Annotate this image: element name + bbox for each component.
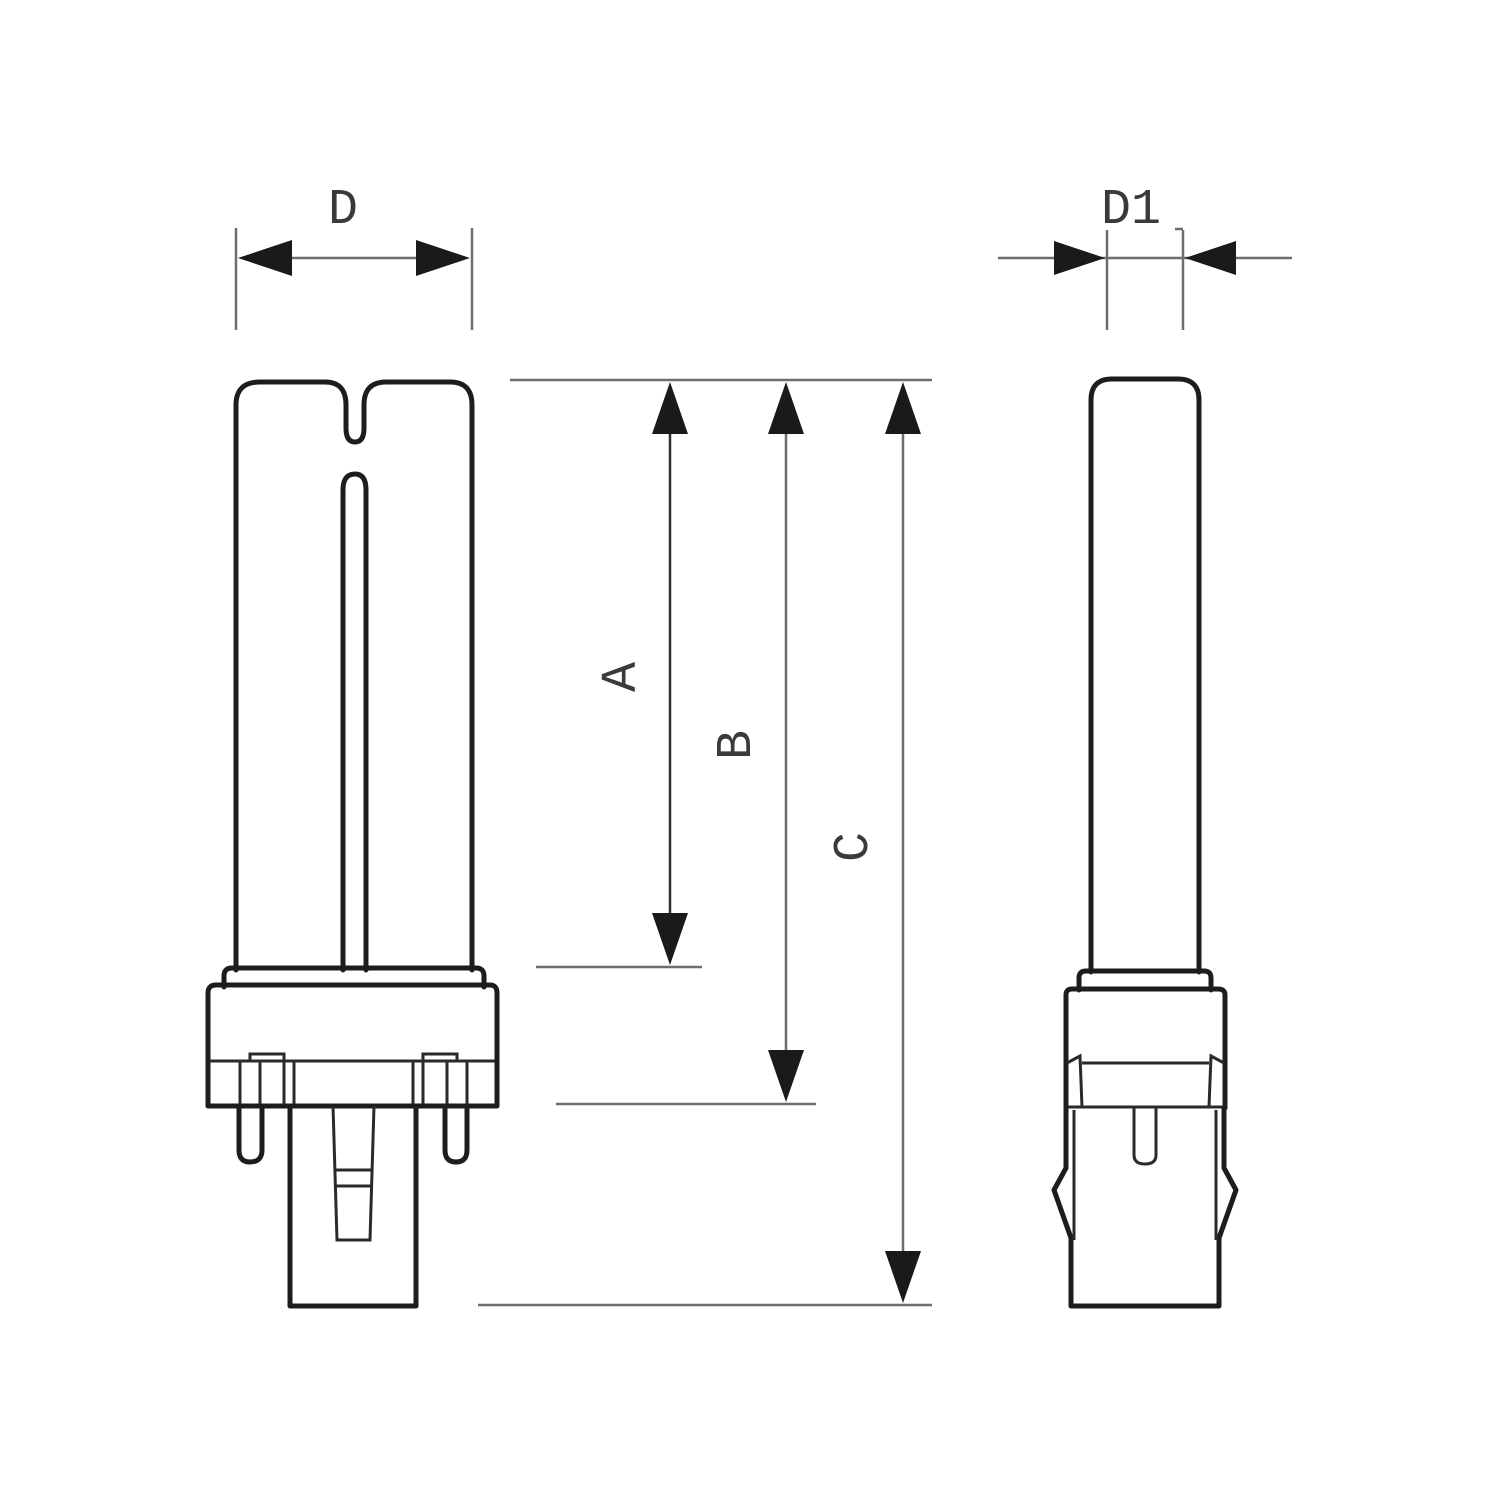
side-base-left-notch	[1066, 1053, 1084, 1108]
side-base-right-notch	[1207, 1053, 1225, 1108]
arrow-left-icon	[238, 240, 292, 276]
label-C: C	[826, 832, 883, 863]
front-plug-key	[331, 1105, 376, 1242]
front-tube-outline	[233, 379, 475, 973]
front-left-pin-housing	[238, 1052, 296, 1104]
arrow-down-icon	[885, 1251, 921, 1303]
front-plug	[287, 1103, 419, 1309]
side-tube-outline	[1088, 376, 1202, 975]
arrow-right-icon	[1054, 241, 1105, 275]
arrow-down-icon	[652, 913, 688, 965]
front-tube-divider	[340, 471, 369, 973]
dimension-B	[768, 382, 804, 1102]
dimension-A	[652, 382, 688, 965]
dimension-C	[885, 382, 921, 1303]
dimension-D1	[998, 227, 1292, 330]
arrow-left-icon	[1185, 241, 1236, 275]
arrow-up-icon	[768, 382, 804, 434]
dimension-extension-lines	[478, 378, 932, 1307]
arrow-up-icon	[885, 382, 921, 434]
dimension-D	[234, 228, 474, 330]
side-plug	[1051, 1105, 1239, 1309]
front-view	[205, 379, 500, 1309]
side-base-body	[1063, 986, 1228, 1111]
front-base-collar	[221, 965, 487, 990]
label-B: B	[709, 730, 766, 761]
arrow-down-icon	[768, 1050, 804, 1102]
side-pin	[1132, 1108, 1158, 1166]
label-A: A	[594, 662, 651, 693]
front-left-pin	[236, 1103, 265, 1165]
arrow-up-icon	[652, 382, 688, 434]
label-D: D	[328, 182, 359, 239]
front-right-pin	[442, 1103, 470, 1165]
arrow-right-icon	[416, 240, 470, 276]
side-base-collar	[1076, 968, 1214, 993]
front-base-body	[205, 982, 500, 1109]
side-view	[1051, 376, 1239, 1309]
front-right-pin-housing	[411, 1052, 469, 1104]
label-D1: D1	[1101, 182, 1162, 239]
